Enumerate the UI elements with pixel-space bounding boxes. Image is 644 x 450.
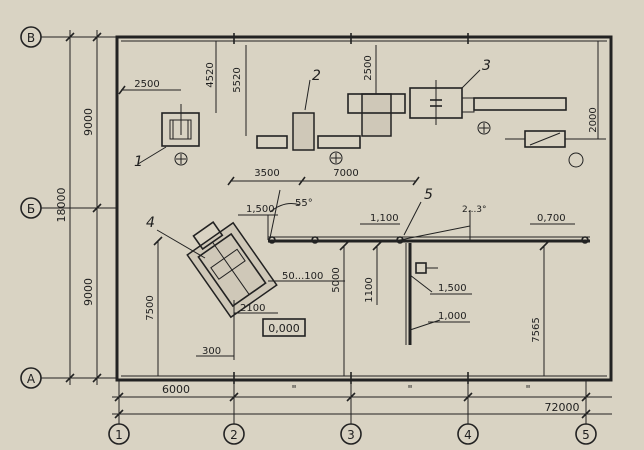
svg-text:Б: Б — [27, 202, 35, 216]
floor-level-marker: 0,000 — [262, 318, 306, 337]
svg-text:": " — [291, 383, 296, 396]
svg-text:2100: 2100 — [240, 303, 265, 314]
svg-text:0,700: 0,700 — [537, 213, 566, 224]
equipment-1: 1 2500 4520 — [118, 41, 217, 170]
svg-text:": " — [525, 383, 530, 396]
svg-text:2500: 2500 — [134, 79, 159, 90]
svg-text:7000: 7000 — [333, 168, 358, 179]
svg-text:1,000: 1,000 — [438, 311, 467, 322]
svg-text:1: 1 — [134, 154, 143, 170]
svg-text:": " — [407, 383, 412, 396]
svg-text:А: А — [27, 372, 36, 386]
svg-text:9000: 9000 — [82, 108, 95, 136]
svg-text:3500: 3500 — [254, 168, 279, 179]
svg-text:55°: 55° — [295, 198, 313, 209]
svg-text:1,500: 1,500 — [438, 283, 467, 294]
svg-text:300: 300 — [202, 346, 221, 357]
svg-text:2: 2 — [312, 68, 321, 84]
svg-text:18000: 18000 — [55, 188, 68, 223]
svg-text:2500: 2500 — [363, 55, 374, 80]
svg-text:72000: 72000 — [545, 401, 580, 414]
svg-text:0,000: 0,000 — [268, 322, 300, 335]
equipment-4: 4 55° — [146, 189, 313, 319]
svg-text:В: В — [27, 31, 35, 45]
svg-text:50...100: 50...100 — [282, 271, 323, 282]
left-dimension-chain: 9000 9000 18000 — [55, 30, 104, 385]
svg-text:2...3°: 2...3° — [462, 205, 487, 215]
svg-text:1,500: 1,500 — [246, 204, 275, 215]
svg-text:1: 1 — [115, 428, 123, 442]
equipment-2: 2 5520 3500 — [227, 45, 361, 186]
svg-text:2: 2 — [230, 428, 238, 442]
axis-col-5: 5 — [575, 380, 597, 445]
svg-text:5: 5 — [424, 187, 433, 203]
svg-text:9000: 9000 — [82, 278, 95, 306]
svg-text:3: 3 — [482, 58, 491, 74]
svg-text:7500: 7500 — [145, 295, 156, 320]
svg-text:2000: 2000 — [588, 107, 599, 132]
axis-col-1: 1 — [108, 380, 130, 445]
svg-text:6000: 6000 — [162, 383, 190, 396]
svg-text:5520: 5520 — [232, 67, 243, 92]
svg-text:4: 4 — [146, 215, 155, 231]
svg-text:4: 4 — [464, 428, 472, 442]
axis-col-2: 2 — [223, 380, 245, 445]
vertical-conveyor: 1,500 1,000 — [405, 243, 472, 345]
svg-text:1,100: 1,100 — [370, 213, 399, 224]
bottom-dimension-chain: 6000 " " " 72000 — [112, 383, 612, 419]
wall-unit-right: 2000 — [505, 41, 606, 168]
svg-text:5: 5 — [582, 428, 590, 442]
equipment-3: 3 2500 7000 — [302, 45, 567, 186]
conveyor-line: 2...3° 1,500 1,100 0,700 5 — [238, 187, 590, 244]
svg-text:7565: 7565 — [531, 317, 542, 342]
svg-text:5000: 5000 — [331, 267, 342, 292]
svg-text:3: 3 — [347, 428, 355, 442]
axis-col-4: 4 — [457, 380, 479, 445]
svg-text:1100: 1100 — [364, 277, 375, 302]
axis-col-3: 3 — [340, 380, 362, 445]
column-ticks — [233, 33, 469, 384]
axis-row-b: Б — [20, 197, 117, 219]
svg-text:4520: 4520 — [205, 62, 216, 87]
lower-bay-dimensions: 7500 5000 1100 7565 50...100 2100 300 — [145, 236, 549, 376]
